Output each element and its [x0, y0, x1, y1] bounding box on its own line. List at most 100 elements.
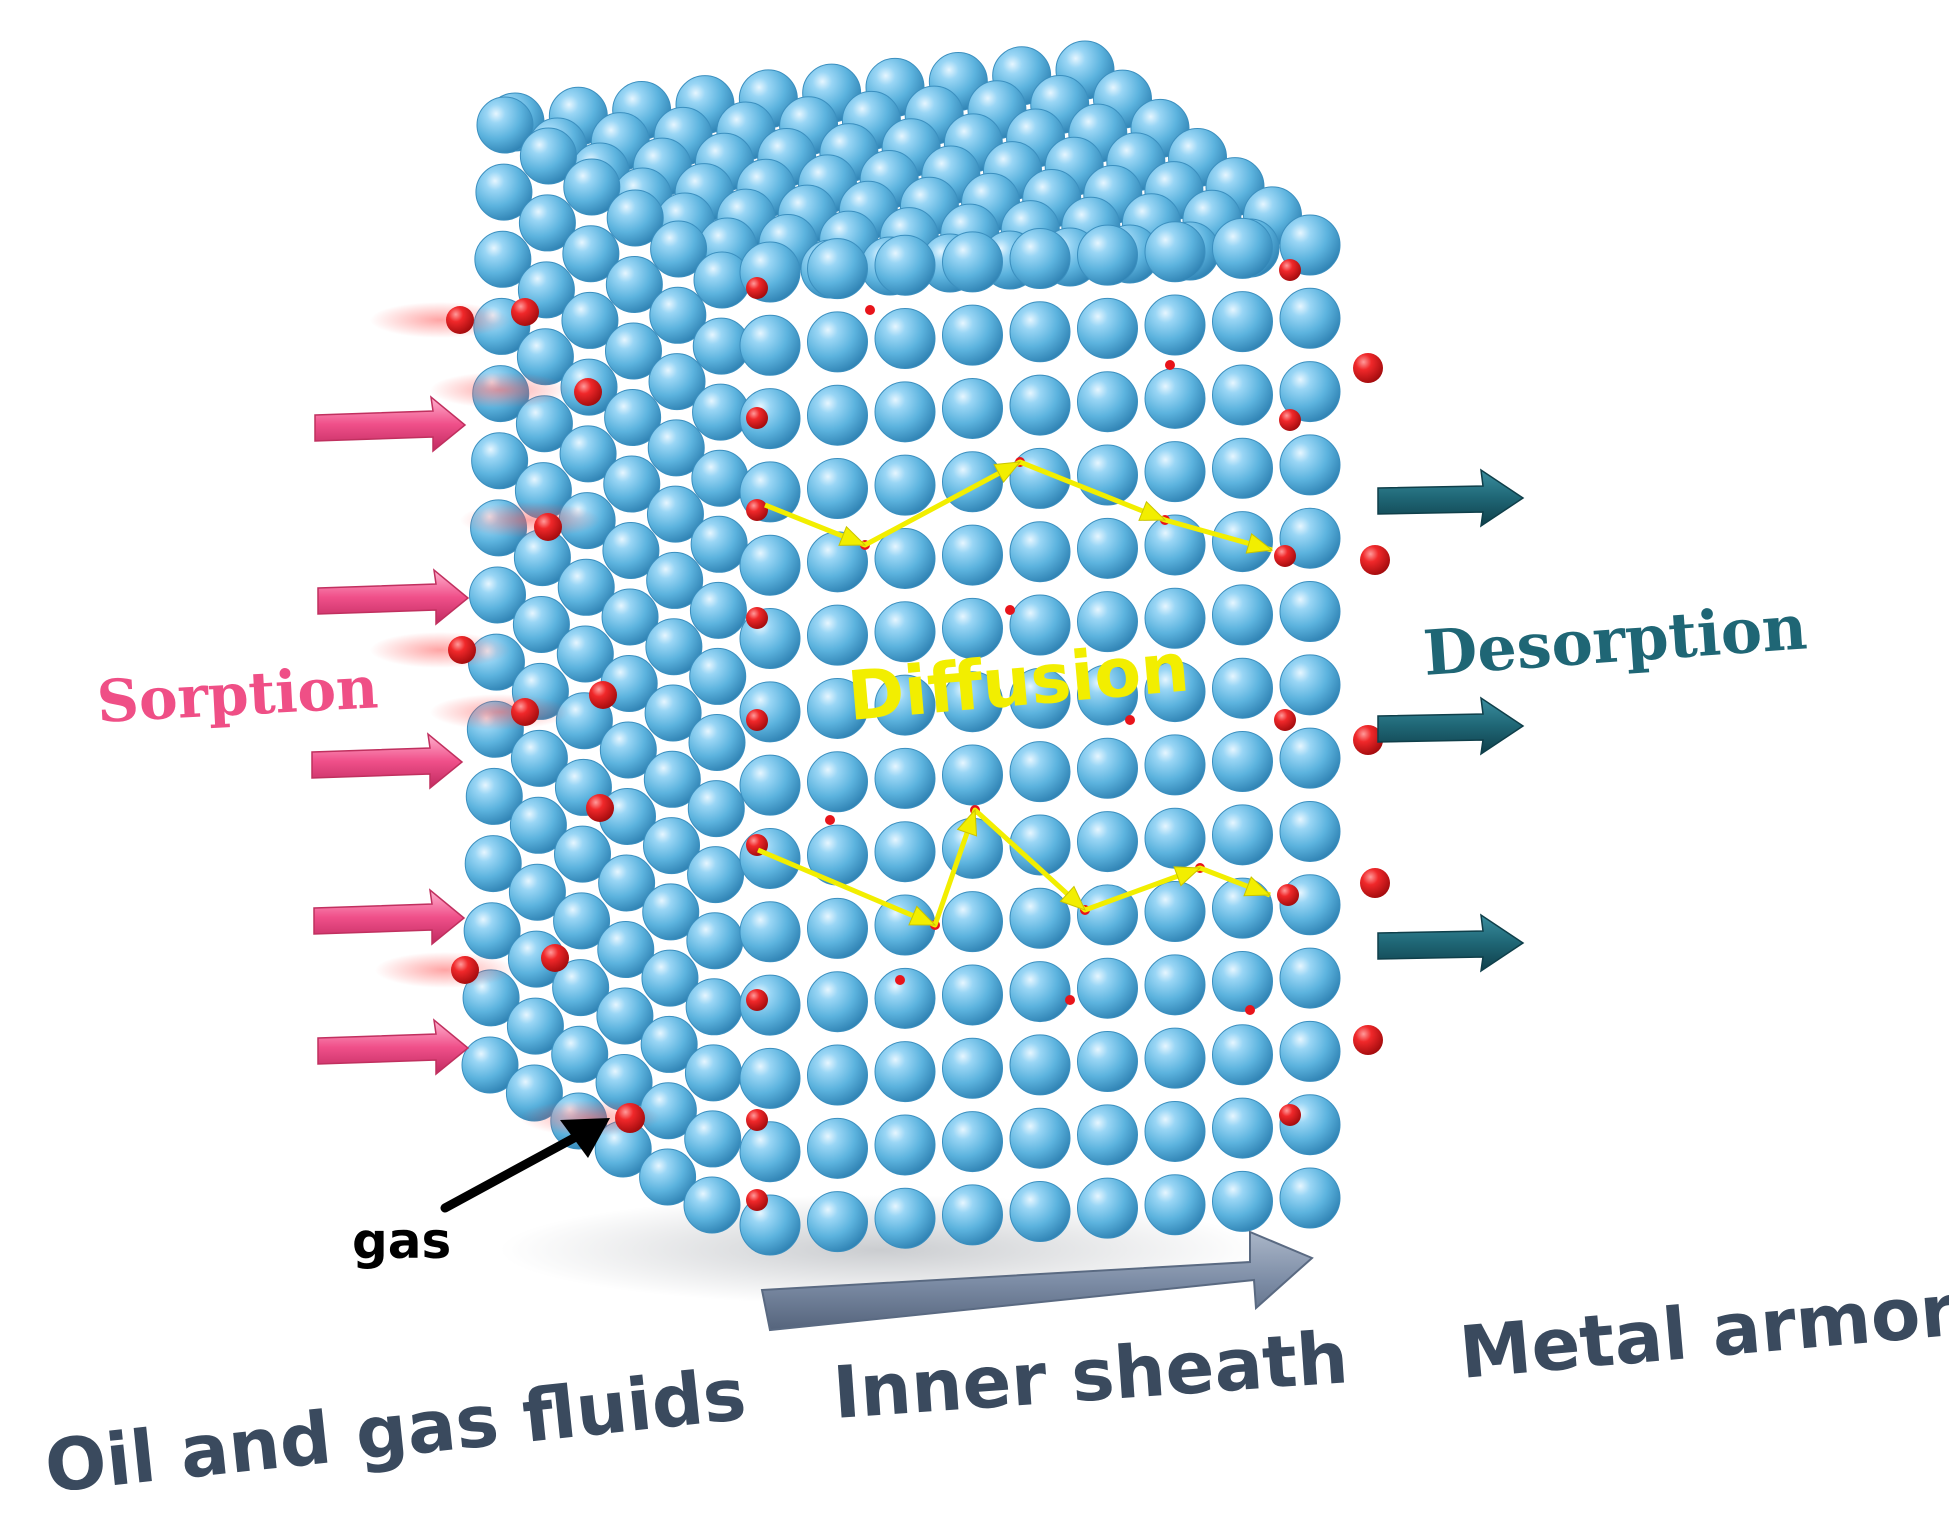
left-sphere — [684, 1044, 742, 1102]
diffusion-arrowhead — [1138, 500, 1167, 521]
sorption-arrows — [311, 395, 470, 1076]
front-sphere — [1144, 514, 1206, 576]
front-sphere — [1279, 214, 1341, 276]
left-sphere — [684, 1110, 742, 1168]
front-sphere — [1279, 1167, 1341, 1229]
front-sphere — [1212, 950, 1273, 1012]
left-sphere — [519, 127, 577, 185]
front-sphere — [1212, 1024, 1273, 1086]
front-sphere — [739, 388, 801, 450]
front-sphere — [739, 1047, 801, 1109]
front-sphere — [807, 384, 868, 446]
front-sphere — [739, 314, 801, 376]
front-sphere — [1212, 291, 1273, 353]
front-sphere — [874, 308, 936, 370]
front-sphere — [874, 821, 936, 883]
front-sphere — [807, 1191, 868, 1253]
front-sphere — [807, 458, 868, 520]
oil-and-gas-fluids-label: Oil and gas fluids — [41, 1352, 750, 1509]
gas-glow — [370, 632, 510, 668]
front-sphere — [1077, 957, 1138, 1019]
front-sphere — [1212, 1170, 1273, 1232]
left-sphere — [554, 825, 612, 883]
gas-molecule-internal — [1065, 995, 1075, 1005]
left-sphere — [692, 383, 750, 441]
front-sphere — [1077, 1177, 1138, 1239]
front-sphere — [942, 451, 1003, 513]
front-sphere — [1212, 1097, 1273, 1159]
left-sphere — [687, 846, 745, 904]
gas-molecule-internal — [1165, 360, 1175, 370]
gas-molecule — [451, 956, 479, 984]
front-sphere — [1144, 587, 1206, 649]
front-sphere — [942, 744, 1003, 806]
left-sphere — [475, 163, 533, 221]
flow-arrow-icon — [760, 1230, 1314, 1332]
front-sphere — [1077, 1104, 1138, 1166]
gas-molecule — [1353, 353, 1383, 383]
gas-molecule-internal — [1125, 715, 1135, 725]
front-sphere — [942, 231, 1003, 293]
front-sphere — [874, 1041, 936, 1103]
gas-molecule — [534, 513, 562, 541]
front-sphere — [1144, 807, 1206, 869]
gas-molecule — [446, 306, 474, 334]
front-sphere — [874, 747, 936, 809]
front-sphere — [1144, 1027, 1206, 1089]
front-sphere — [1212, 804, 1273, 866]
gas-molecule-internal — [895, 975, 905, 985]
left-sphere — [518, 194, 576, 252]
left-sphere — [461, 1036, 519, 1094]
left-sphere — [685, 978, 743, 1036]
front-sphere — [1009, 741, 1071, 803]
front-sphere — [1212, 217, 1273, 279]
left-sphere — [556, 625, 614, 683]
front-sphere — [1077, 737, 1138, 799]
left-sphere — [469, 566, 526, 624]
front-sphere — [1144, 294, 1206, 356]
desorption-label: Desorption — [1421, 590, 1809, 690]
gas-molecule-internal — [1005, 605, 1015, 615]
front-sphere — [1279, 654, 1341, 716]
gas-label: gas — [352, 1212, 451, 1270]
left-sphere — [604, 389, 662, 446]
left-sphere — [465, 767, 523, 825]
front-sphere — [874, 527, 936, 589]
left-sphere — [602, 522, 660, 579]
gas-molecule — [746, 709, 768, 731]
front-sphere — [739, 754, 801, 816]
front-sphere — [1144, 1100, 1206, 1162]
left-sphere — [603, 455, 661, 513]
left-sphere — [562, 225, 620, 283]
gas-molecule-internal — [865, 305, 875, 315]
left-sphere — [604, 322, 662, 380]
left-sphere — [686, 912, 744, 970]
left-sphere — [689, 647, 747, 705]
left-sphere — [606, 189, 664, 247]
front-sphere — [874, 381, 936, 443]
front-sphere — [942, 524, 1003, 586]
left-sphere — [642, 883, 700, 941]
front-sphere — [1077, 884, 1138, 946]
front-sphere — [807, 604, 868, 666]
front-sphere — [1212, 657, 1273, 719]
front-sphere — [1212, 364, 1273, 426]
front-sphere — [1077, 517, 1138, 579]
front-sphere — [1077, 811, 1138, 873]
left-sphere — [471, 432, 529, 490]
gas-molecule — [1360, 545, 1390, 575]
front-sphere — [1144, 367, 1206, 429]
front-sphere — [1279, 947, 1341, 1009]
left-sphere — [687, 780, 745, 838]
front-sphere — [807, 1117, 868, 1179]
front-sphere — [874, 674, 936, 736]
left-sphere — [601, 588, 659, 646]
left-sphere — [557, 558, 615, 616]
front-sphere — [739, 901, 801, 963]
left-sphere — [510, 729, 568, 787]
diffusion-arrowhead — [1243, 876, 1272, 897]
left-sphere — [506, 997, 564, 1055]
diffusion-arrowhead — [838, 525, 867, 546]
gas-molecule — [541, 944, 569, 972]
front-sphere — [874, 1187, 936, 1249]
